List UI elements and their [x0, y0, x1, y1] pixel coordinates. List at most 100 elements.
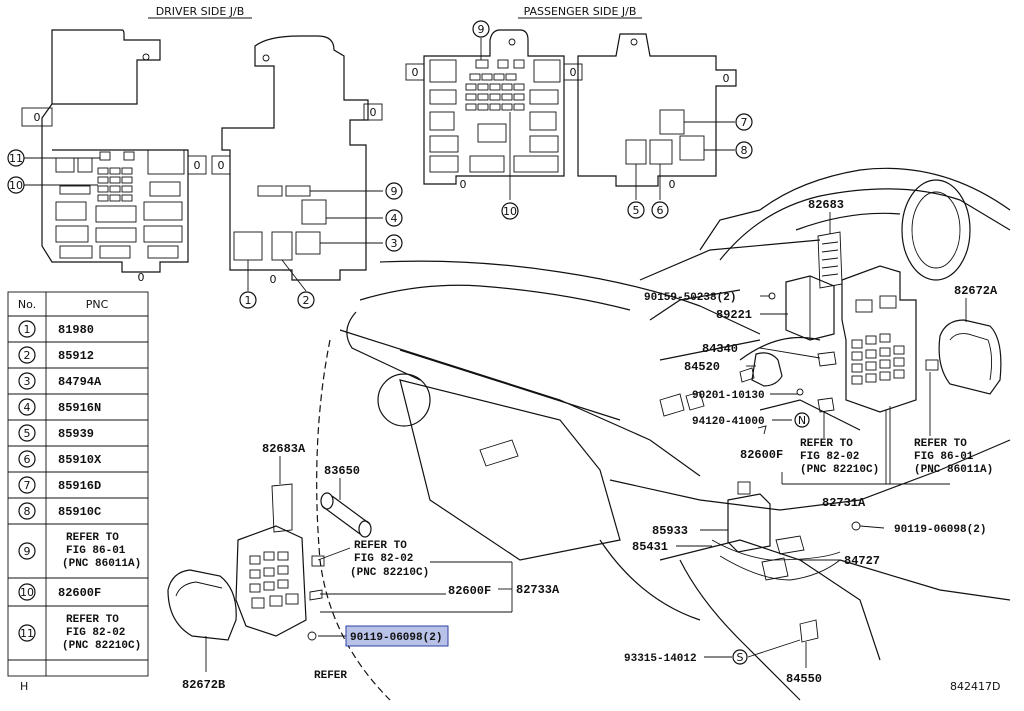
svg-text:3: 3	[391, 237, 398, 250]
svg-text:9: 9	[478, 23, 485, 36]
part-90201-10130[interactable]: 90201-10130	[692, 390, 765, 402]
svg-text:REFER TO: REFER TO	[354, 540, 407, 552]
callout-3: 3	[385, 234, 403, 252]
callout-6: 6	[651, 201, 669, 219]
svg-text:7: 7	[741, 116, 748, 129]
s-mark-callout: S	[732, 649, 748, 665]
callout-11: 11	[7, 149, 25, 167]
row-number: 4	[24, 401, 31, 414]
driver-jb-back: 0 0 0	[211, 35, 383, 292]
svg-text:FIG 82-02: FIG 82-02	[800, 451, 859, 463]
refer-box-right[interactable]: REFER TO FIG 86-01 (PNC 86011A)	[914, 438, 993, 476]
passenger-jb-front: 0 0 0	[405, 29, 583, 200]
row-number: 1	[24, 323, 31, 336]
row-number-circle	[18, 346, 36, 364]
part-85933[interactable]: 85933	[652, 524, 688, 538]
svg-text:(PNC 86011A): (PNC 86011A)	[914, 464, 993, 476]
dashboard-drawing	[316, 167, 1011, 701]
part-90119-06098-left-highlighted[interactable]: 90119-06098(2)	[345, 625, 449, 647]
row-pnc-line: (PNC 86011A)	[62, 558, 141, 570]
zero-mark: 0	[270, 273, 277, 286]
row-number: 7	[24, 479, 31, 492]
part-82683[interactable]: 82683	[808, 198, 844, 212]
row-pnc: 84794A	[58, 375, 102, 389]
table-header-no: No.	[18, 298, 36, 311]
row-number-circle	[18, 320, 36, 338]
refer-partial-label: REFER	[314, 670, 347, 682]
row-number-circle	[18, 424, 36, 442]
zero-mark: 0	[460, 178, 467, 191]
table-header-pnc: PNC	[86, 298, 109, 311]
zero-mark: 0	[570, 66, 577, 79]
passenger-jb-back: 0 0	[577, 33, 737, 200]
refer-box-mid[interactable]: REFER TO FIG 82-02 (PNC 82210C)	[800, 438, 879, 476]
table-row[interactable]: 1 81980	[18, 320, 94, 338]
part-90119-06098-right[interactable]: 90119-06098(2)	[894, 524, 986, 536]
row-pnc-line: REFER TO	[66, 532, 119, 544]
table-row[interactable]: 5 85939	[18, 424, 94, 442]
row-number: 9	[24, 545, 31, 558]
part-93315-14012[interactable]: 93315-14012	[624, 653, 697, 665]
part-82672A[interactable]: 82672A	[954, 284, 998, 298]
row-number: 5	[24, 427, 31, 440]
part-90159-50238[interactable]: 90159-50238(2)	[644, 292, 736, 304]
part-94120-41000[interactable]: 94120-41000	[692, 416, 765, 428]
row-pnc: 85939	[58, 427, 94, 441]
zero-mark: 0	[370, 106, 377, 119]
part-82731A[interactable]: 82731A	[822, 496, 866, 510]
part-89221[interactable]: 89221	[716, 308, 752, 322]
part-84727[interactable]: 84727	[844, 554, 880, 568]
row-number: 6	[24, 453, 31, 466]
callout-5: 5	[627, 201, 645, 219]
row-number: 11	[20, 627, 34, 640]
row-pnc: 81980	[58, 323, 94, 337]
svg-text:4: 4	[391, 212, 398, 225]
row-number-circle	[18, 450, 36, 468]
part-84550[interactable]: 84550	[786, 672, 822, 686]
zero-mark: 0	[138, 271, 145, 284]
row-number: 8	[24, 505, 31, 518]
refer-box-left[interactable]: REFER TO FIG 82-02 (PNC 82210C)	[350, 540, 429, 579]
svg-text:10: 10	[503, 205, 517, 218]
part-82600F-left[interactable]: 82600F	[448, 584, 491, 598]
part-82672B[interactable]: 82672B	[182, 678, 225, 692]
svg-text:11: 11	[9, 152, 23, 165]
callout-4: 4	[385, 209, 403, 227]
figure-id: 842417D	[950, 680, 1000, 693]
svg-text:(PNC 82210C): (PNC 82210C)	[800, 464, 879, 476]
part-82600F-right[interactable]: 82600F	[740, 448, 783, 462]
row-pnc: 85912	[58, 349, 94, 363]
part-82733A[interactable]: 82733A	[516, 583, 560, 597]
row-number-circle	[18, 398, 36, 416]
row-number-circle	[18, 372, 36, 390]
part-83650[interactable]: 83650	[324, 464, 360, 478]
part-84520[interactable]: 84520	[684, 360, 720, 374]
zero-mark: 0	[669, 178, 676, 191]
part-82683A[interactable]: 82683A	[262, 442, 306, 456]
callout-8: 8	[735, 141, 753, 159]
svg-text:N: N	[798, 414, 806, 427]
row-number: 10	[20, 586, 34, 599]
row-pnc-line: REFER TO	[66, 614, 119, 626]
callout-2: 2	[297, 291, 315, 309]
n-mark-callout: N	[794, 412, 810, 428]
zero-mark: 0	[218, 159, 225, 172]
svg-text:REFER TO: REFER TO	[800, 438, 853, 450]
zero-mark: 0	[34, 111, 41, 124]
part-84340[interactable]: 84340	[702, 342, 738, 356]
svg-text:90119-06098(2): 90119-06098(2)	[350, 632, 442, 644]
row-pnc-line: FIG 86-01	[66, 545, 126, 557]
part-85431[interactable]: 85431	[632, 540, 668, 554]
svg-text:REFER TO: REFER TO	[914, 438, 967, 450]
